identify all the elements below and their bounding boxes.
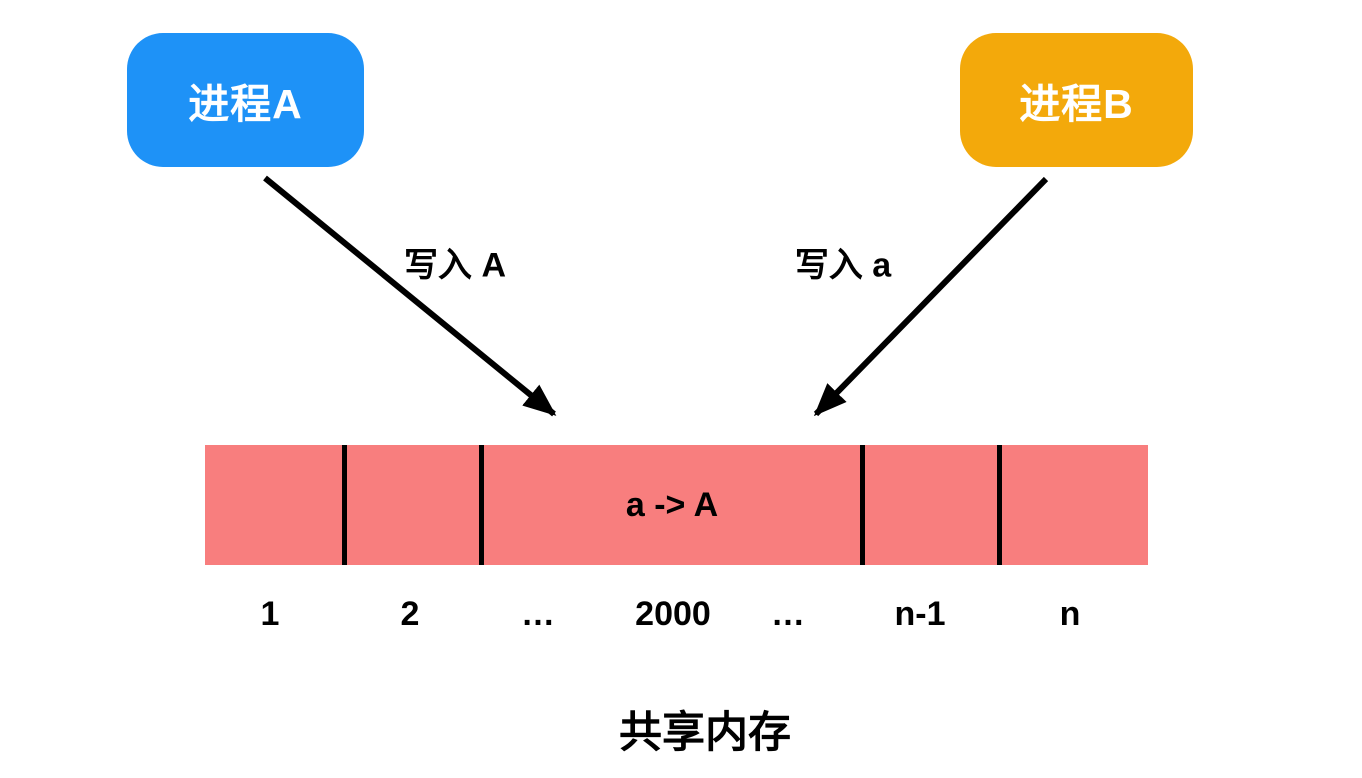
process-a-label: 进程A	[188, 81, 303, 127]
memory-index-label-2: 2	[400, 595, 420, 633]
memory-index-label-2000: 2000	[635, 595, 711, 633]
arrow-process-a-to-memory	[263, 175, 557, 417]
process-a-box: 进程A	[127, 33, 364, 167]
memory-index-label-n-1: n-1	[894, 595, 946, 633]
process-b-label: 进程B	[1019, 81, 1134, 127]
arrow-process-b-to-memory	[813, 176, 1049, 417]
memory-cell-value: a -> A	[625, 485, 719, 524]
memory-index-label-ellipsis-left: …	[521, 595, 555, 633]
memory-cell-2000: a -> A	[479, 445, 860, 565]
memory-cell-n	[997, 445, 1148, 565]
memory-cell-1	[205, 445, 342, 565]
memory-cell-2	[342, 445, 479, 565]
memory-index-label-ellipsis-right: …	[771, 595, 805, 633]
process-b-box: 进程B	[960, 33, 1193, 167]
shared-memory-bar: a -> A	[205, 445, 1148, 565]
write-b-label: 写入 a	[794, 246, 892, 285]
write-a-label: 写入 A	[404, 246, 506, 285]
diagram-caption: 共享内存	[619, 709, 791, 757]
memory-cell-n-1	[860, 445, 997, 565]
memory-index-label-1: 1	[260, 595, 280, 633]
memory-index-label-n: n	[1059, 595, 1081, 633]
